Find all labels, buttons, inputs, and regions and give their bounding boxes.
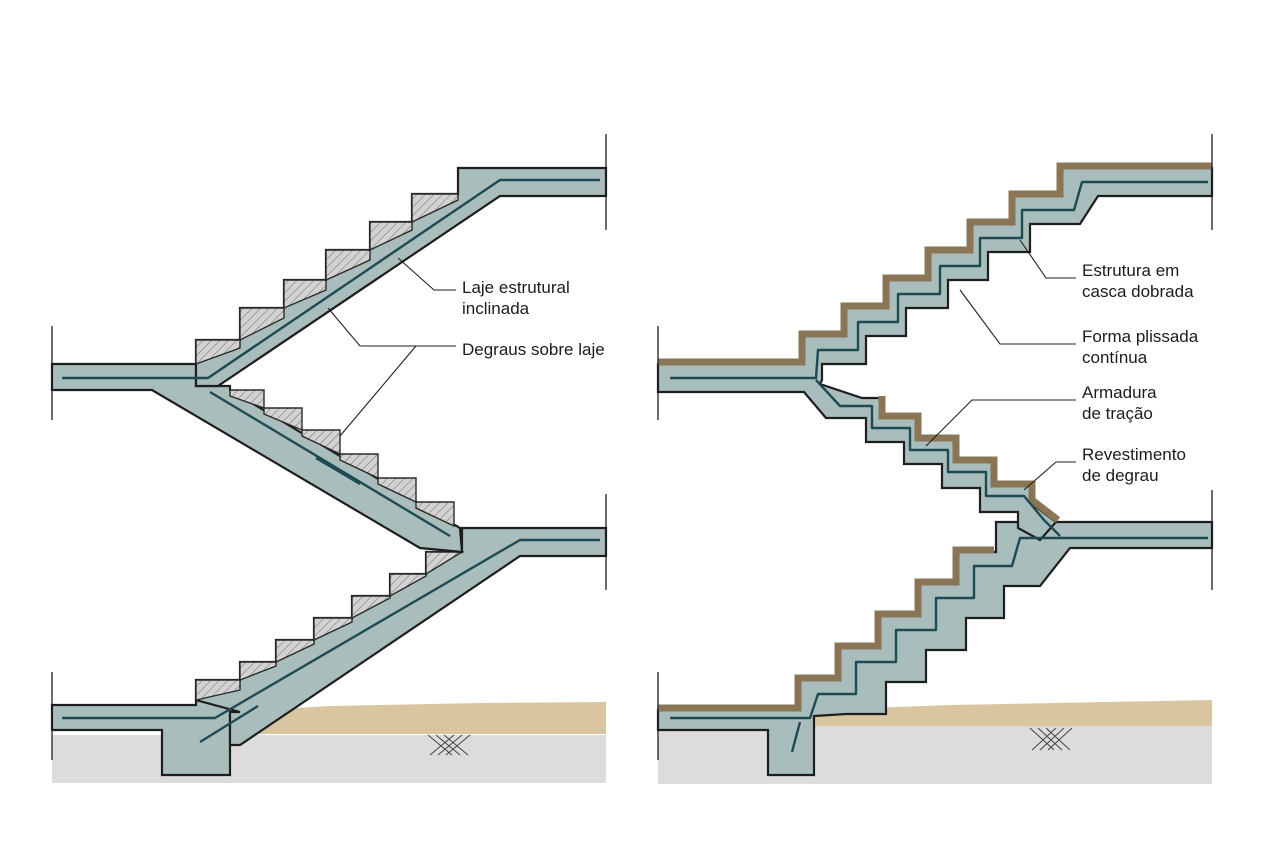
right-diagram: Estrutura em casca dobrada Forma plissad… [656, 134, 1214, 784]
left-ground-hatch [427, 734, 471, 756]
left-leader-3 [339, 345, 417, 437]
right-ground [658, 726, 1212, 784]
right-label-1-line1: Estrutura em [1082, 261, 1179, 280]
right-rebar-upper [670, 180, 1208, 380]
right-label-4-line2: de degrau [1082, 466, 1159, 485]
right-label-3-line2: de tração [1082, 404, 1153, 423]
left-diagram: Laje estrutural inclinada Degraus sobre … [50, 134, 608, 783]
right-leader-4 [1023, 461, 1076, 491]
right-finish-lower [658, 546, 994, 712]
left-rebar-middle [209, 390, 451, 538]
right-finish-mid [878, 396, 1061, 523]
right-label-2-line2: contínua [1082, 348, 1148, 367]
right-label-4-line1: Revestimento [1082, 445, 1186, 464]
left-ground [52, 735, 606, 783]
left-lower-treads [195, 551, 465, 701]
right-leader-3 [925, 399, 1076, 447]
right-rebar-middle [815, 379, 1061, 537]
right-rebar-lower [670, 536, 1208, 720]
right-leader-2 [959, 289, 1076, 345]
left-leader-1 [397, 257, 456, 291]
left-middle-treads [229, 389, 455, 528]
left-rebar-lower [62, 538, 600, 720]
left-rebar-upper [62, 178, 600, 380]
left-leader-2 [327, 307, 456, 347]
right-soil [814, 700, 1212, 726]
left-label-1-line2: inclinada [462, 299, 530, 318]
left-soil [230, 702, 606, 734]
right-ground-hatch [1029, 727, 1073, 751]
right-label-3-line1: Armadura [1082, 383, 1157, 402]
left-label-1-line1: Laje estrutural [462, 278, 570, 297]
right-label-2-line1: Forma plissada [1082, 327, 1199, 346]
right-finish-top [658, 162, 1212, 366]
right-label-1-line2: casca dobrada [1082, 282, 1194, 301]
left-label-2: Degraus sobre laje [462, 340, 605, 359]
left-upper-treads [195, 193, 459, 365]
right-leader-1 [1019, 239, 1076, 279]
